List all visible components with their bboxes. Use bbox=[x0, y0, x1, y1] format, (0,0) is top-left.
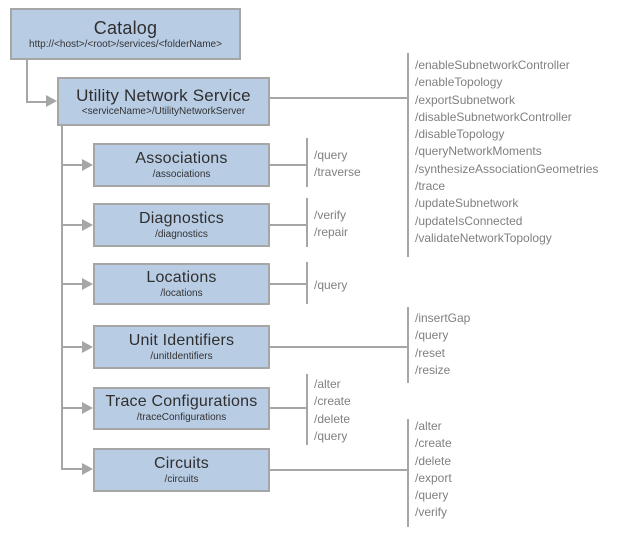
op-item: /resize bbox=[415, 362, 451, 377]
op-item: /query bbox=[415, 328, 449, 343]
tick-unit-identifiers-ops bbox=[407, 307, 409, 383]
op-item: /query bbox=[314, 278, 348, 292]
connector-trace-configurations-ops bbox=[270, 407, 307, 409]
arrowhead-service bbox=[46, 95, 57, 107]
op-item: /export bbox=[415, 470, 452, 485]
node-service-title: Utility Network Service bbox=[76, 85, 251, 105]
tick-trace-configurations-ops bbox=[306, 374, 308, 445]
op-item: /queryNetworkMoments bbox=[415, 144, 542, 159]
op-item: /create bbox=[415, 436, 452, 451]
arrowhead-trace-configurations bbox=[82, 402, 93, 414]
op-item: /create bbox=[314, 394, 351, 409]
node-locations: Locations /locations bbox=[93, 263, 270, 305]
node-associations-title: Associations bbox=[135, 149, 228, 167]
op-item: /delete bbox=[415, 453, 452, 468]
ops-list-service: /enableSubnetworkController /enableTopol… bbox=[415, 57, 598, 247]
connector-catalog-to-service bbox=[26, 101, 47, 103]
arrowhead-locations bbox=[82, 278, 93, 290]
op-item: /synthesizeAssociationGeometries bbox=[415, 161, 599, 176]
op-item: /query bbox=[415, 488, 449, 503]
connector-service-ops bbox=[270, 97, 408, 99]
connector-diagnostics-ops bbox=[270, 224, 307, 226]
op-item: /disableTopology bbox=[415, 127, 505, 142]
node-catalog-title: Catalog bbox=[93, 17, 158, 38]
node-unit-identifiers-path: /unitIdentifiers bbox=[150, 350, 213, 362]
arrowhead-unit-identifiers bbox=[82, 341, 93, 353]
op-item: /verify bbox=[415, 505, 448, 520]
node-associations: Associations /associations bbox=[93, 143, 270, 187]
ops-list-unit-identifiers: /insertGap /query /reset /resize bbox=[415, 310, 470, 379]
ops-list-locations: /query bbox=[314, 277, 347, 294]
node-catalog: Catalog http://<host>/<root>/services/<f… bbox=[10, 8, 241, 60]
op-item: /query bbox=[314, 428, 348, 443]
tick-locations-ops bbox=[306, 262, 308, 304]
tick-associations-ops bbox=[306, 138, 308, 187]
node-unit-identifiers: Unit Identifiers /unitIdentifiers bbox=[93, 325, 270, 369]
node-trace-configurations-title: Trace Configurations bbox=[105, 393, 258, 410]
node-circuits-path: /circuits bbox=[164, 473, 199, 485]
op-item: /alter bbox=[314, 377, 341, 391]
op-item: /enableSubnetworkController bbox=[415, 58, 570, 72]
node-catalog-url: http://<host>/<root>/services/<folderNam… bbox=[29, 38, 222, 50]
ops-list-diagnostics: /verify /repair bbox=[314, 207, 348, 242]
arrowhead-diagnostics bbox=[82, 219, 93, 231]
node-associations-path: /associations bbox=[152, 168, 211, 180]
connector-branch-diagnostics bbox=[61, 224, 82, 226]
node-trace-configurations-path: /traceConfigurations bbox=[136, 412, 227, 423]
arrowhead-circuits bbox=[82, 463, 93, 475]
node-trace-configurations: Trace Configurations /traceConfiguration… bbox=[93, 387, 270, 430]
node-diagnostics: Diagnostics /diagnostics bbox=[93, 203, 270, 247]
ops-list-trace-configurations: /alter /create /delete /query bbox=[314, 376, 351, 445]
op-item: /trace bbox=[415, 179, 446, 194]
node-diagnostics-path: /diagnostics bbox=[155, 228, 208, 240]
node-service-path: <serviceName>/UtilityNetworkServer bbox=[81, 105, 246, 117]
op-item: /validateNetworkTopology bbox=[415, 230, 552, 245]
op-item: /delete bbox=[314, 411, 351, 426]
connector-associations-ops bbox=[270, 164, 307, 166]
op-item: /updateIsConnected bbox=[415, 213, 523, 228]
node-locations-path: /locations bbox=[160, 287, 203, 299]
tick-service-ops bbox=[407, 53, 409, 257]
node-diagnostics-title: Diagnostics bbox=[139, 209, 224, 227]
ops-list-associations: /query /traverse bbox=[314, 147, 361, 182]
connector-circuits-ops bbox=[270, 469, 408, 471]
connector-branch-trace-configurations bbox=[61, 407, 82, 409]
op-item: /exportSubnetwork bbox=[415, 92, 516, 107]
op-item: /traverse bbox=[314, 165, 361, 180]
op-item: /insertGap bbox=[415, 311, 471, 325]
op-item: /updateSubnetwork bbox=[415, 196, 519, 211]
op-item: /reset bbox=[415, 345, 446, 360]
op-item: /query bbox=[314, 148, 348, 162]
connector-branch-locations bbox=[61, 283, 82, 285]
connector-branch-unit-identifiers bbox=[61, 346, 82, 348]
connector-catalog-down bbox=[26, 60, 28, 103]
connector-trunk bbox=[61, 126, 63, 469]
op-item: /enableTopology bbox=[415, 75, 503, 90]
op-item: /alter bbox=[415, 419, 442, 433]
node-unit-identifiers-title: Unit Identifiers bbox=[128, 331, 235, 349]
connector-unit-identifiers-ops bbox=[270, 346, 408, 348]
node-circuits-title: Circuits bbox=[154, 454, 209, 472]
op-item: /verify bbox=[314, 208, 347, 222]
tick-diagnostics-ops bbox=[306, 198, 308, 247]
ops-list-circuits: /alter /create /delete /export /query /v… bbox=[415, 418, 452, 522]
connector-locations-ops bbox=[270, 283, 307, 285]
node-utility-network-service: Utility Network Service <serviceName>/Ut… bbox=[57, 77, 270, 126]
connector-branch-associations bbox=[61, 164, 82, 166]
op-item: /disableSubnetworkController bbox=[415, 109, 572, 124]
node-locations-title: Locations bbox=[146, 268, 217, 286]
op-item: /repair bbox=[314, 225, 349, 240]
node-circuits: Circuits /circuits bbox=[93, 448, 270, 492]
arrowhead-associations bbox=[82, 159, 93, 171]
tick-circuits-ops bbox=[407, 419, 409, 527]
connector-branch-circuits bbox=[61, 468, 82, 470]
